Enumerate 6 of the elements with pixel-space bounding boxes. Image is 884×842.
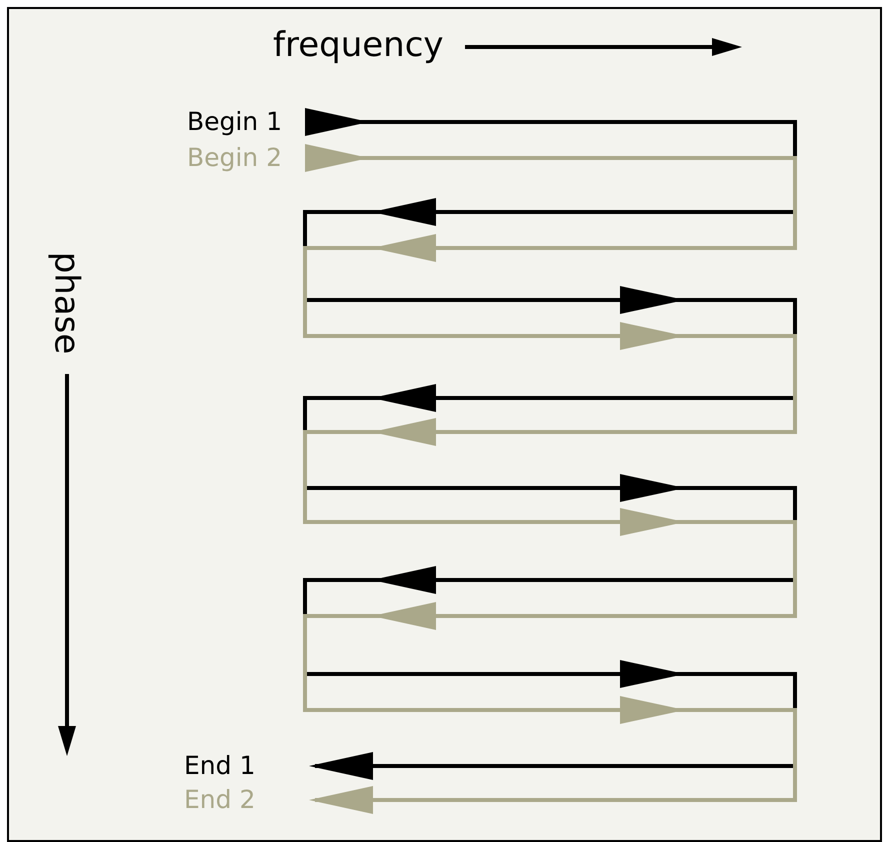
- text-label: Begin 2: [170, 143, 305, 173]
- axis-label: phase: [46, 252, 86, 354]
- text-label: End 1: [170, 751, 315, 781]
- text-label: Begin 1: [170, 107, 305, 137]
- text-label: End 2: [170, 785, 315, 815]
- axis-label: frequency: [273, 25, 444, 65]
